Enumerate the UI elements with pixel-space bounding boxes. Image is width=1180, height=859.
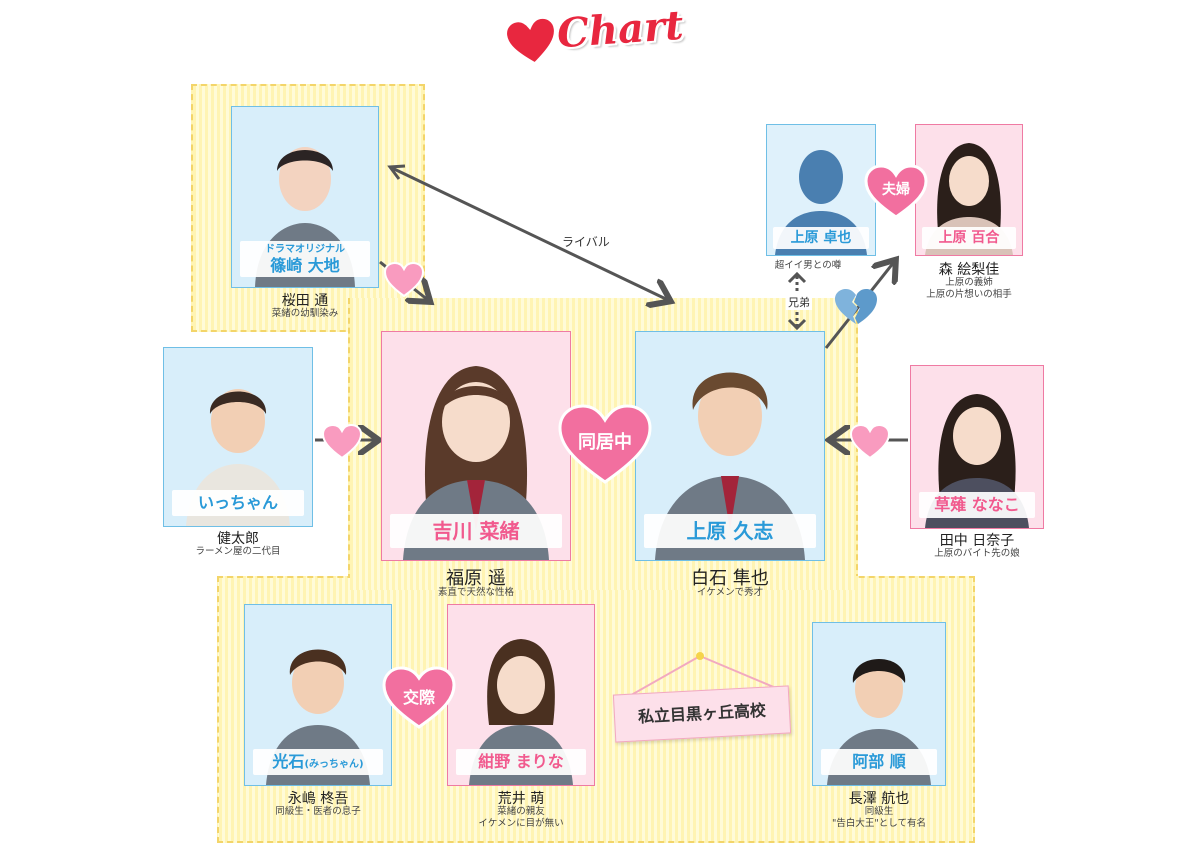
living-together-heart: 同居中 [558,404,652,486]
actor-kenta: 健太郎 [217,531,259,547]
brothers-label: 兄弟 [786,294,812,310]
heart-icon [864,164,928,219]
role-name: いっちゃん [172,490,304,516]
school-sign: 私立目黒ヶ丘高校 [612,685,792,743]
card-hisashi: 上原 久志 [635,331,825,561]
desc-nanako: 上原のバイト先の娘 [934,548,1020,559]
actor-mitsuishi: 永嶋 柊吾 [287,791,349,807]
actor-shinozaki: 桜田 通 [281,293,329,309]
rival-label: ライバル [562,235,610,249]
married-label: 夫婦 [882,182,910,198]
actor-abe: 長澤 航也 [848,791,910,807]
actor-nao: 福原 遥 [446,568,506,589]
role-nickname: (みっちゃん) [304,759,364,770]
role-name: 吉川 菜緒 [390,514,562,548]
card-shinozaki: ドラマオリジナル 篠崎 大地 [231,106,379,288]
role-name: 光石(みっちゃん) [253,749,383,775]
school-name: 私立目黒ヶ丘高校 [637,700,767,727]
card-kenta: いっちゃん [163,347,313,527]
rival-arrow [391,166,668,300]
broken-heart-icon [835,289,877,324]
actor-nanako: 田中 日奈子 [939,533,1015,549]
dating-heart: 交際 [382,666,456,730]
role-name: 上原 卓也 [773,227,869,249]
heart-icon [382,666,456,729]
role-name: 阿部 順 [821,749,937,775]
actor-hisashi: 白石 隼也 [691,568,769,589]
role-label: 篠崎 大地 [270,256,340,275]
living-together-label: 同居中 [578,432,632,453]
role-name: ドラマオリジナル 篠崎 大地 [240,241,370,277]
desc-nao: 素直で天然な性格 [437,587,514,598]
desc-yuri-1: 上原の義姉 [945,277,993,288]
dating-label: 交際 [402,688,435,707]
married-heart: 夫婦 [864,164,928,220]
heart-icon [504,15,557,66]
desc-mitsuishi: 同級生・医者の息子 [275,806,361,817]
zone-center-patch [350,560,856,590]
desc-kenta: ラーメン屋の二代目 [195,546,281,557]
chart-title: Chart [504,2,705,66]
desc-abe-2: "告白大王"として有名 [832,818,926,829]
desc-yuri-2: 上原の片想いの相手 [926,289,1012,300]
card-nanako: 草薙 ななこ [910,365,1044,529]
card-takuya: 上原 卓也 [766,124,876,256]
heart-icon [384,262,424,298]
desc-marina-2: イケメンに目が無い [478,818,564,829]
role-name: 紺野 まりな [456,749,586,775]
desc-takuya: 超イイ男との噂 [774,260,842,271]
card-yuri: 上原 百合 [915,124,1023,256]
heart-icon [850,424,890,460]
desc-abe-1: 同級生 [864,806,894,817]
original-tag: ドラマオリジナル [265,244,345,255]
card-nao: 吉川 菜緒 [381,331,571,561]
card-abe: 阿部 順 [812,622,946,786]
actor-marina: 荒井 萌 [497,791,545,807]
role-name: 草薙 ななこ [919,492,1035,518]
card-mitsuishi: 光石(みっちゃん) [244,604,392,786]
card-marina: 紺野 まりな [447,604,595,786]
role-name: 上原 久志 [644,514,816,548]
role-label: 光石 [272,752,305,771]
desc-shinozaki: 菜緒の幼馴染み [271,308,339,319]
heart-icon [558,404,652,484]
actor-yuri: 森 絵梨佳 [938,262,1000,278]
heart-icon [322,424,362,460]
desc-marina-1: 菜緒の親友 [497,806,545,817]
desc-hisashi: イケメンで秀才 [696,587,764,598]
role-name: 上原 百合 [922,227,1016,249]
